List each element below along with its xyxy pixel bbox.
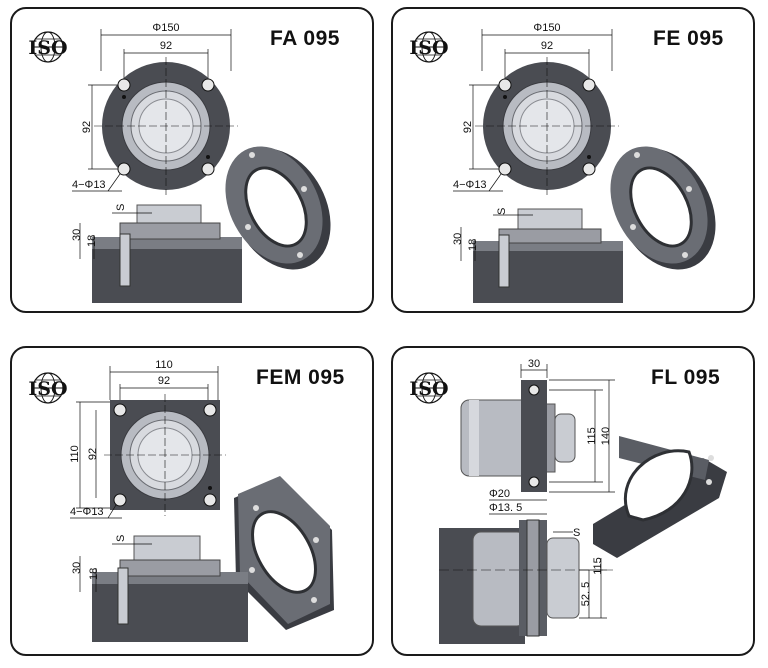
dim-vert: 92 <box>462 121 474 133</box>
dim-width: 30 <box>528 358 540 370</box>
dim-s: S <box>573 527 580 539</box>
panel-title: FA 095 <box>270 27 340 50</box>
dim-h30: 30 <box>71 562 83 574</box>
panel-fem-095: ISO 110 92 110 92 4−Φ13 <box>10 346 374 656</box>
flange-ring-3d <box>610 146 716 270</box>
iso-logo: ISO <box>28 31 68 63</box>
fa-095-drawing: ISO Φ150 92 92 4−Φ13 <box>28 22 331 303</box>
dim-vert-outer: 110 <box>69 445 81 463</box>
panel-fa-095: ISO Φ150 92 92 4−Φ13 <box>10 7 374 313</box>
iso-logo: ISO <box>409 372 449 404</box>
dim-s: S <box>115 204 127 211</box>
dim-h30: 30 <box>452 233 464 245</box>
fl-095-drawing: ISO 30 115 140 Φ20 Φ13. 5 <box>409 358 727 644</box>
panel-fl-095: ISO 30 115 140 Φ20 Φ13. 5 <box>391 346 755 656</box>
iso-logo: ISO <box>28 372 68 404</box>
iso-logo: ISO <box>409 31 449 63</box>
dim-holes: 4−Φ13 <box>453 179 487 191</box>
dim-outer: Φ150 <box>533 22 560 34</box>
bracket-3d <box>593 436 727 558</box>
panel-fe-095: ISO Φ150 92 92 4−Φ13 <box>391 7 755 313</box>
dim-outer: 110 <box>155 359 173 371</box>
dim-h18: 18 <box>88 568 100 580</box>
dim-d135: Φ13. 5 <box>489 502 522 514</box>
dim-d20: Φ20 <box>489 488 510 500</box>
dim-h140: 140 <box>600 427 612 445</box>
dim-outer: Φ150 <box>152 22 179 34</box>
iso-logo-text: ISO <box>28 378 67 400</box>
dim-bolt: 92 <box>158 375 170 387</box>
iso-logo-text: ISO <box>28 37 67 59</box>
dim-lower115: 115 <box>592 557 604 575</box>
dim-s: S <box>496 208 508 215</box>
dim-bolt: 92 <box>541 40 553 52</box>
dim-lower52: 52. 5 <box>580 582 592 606</box>
dim-bolt: 92 <box>160 40 172 52</box>
dim-vert: 92 <box>81 121 93 133</box>
panel-title: FL 095 <box>651 366 721 389</box>
dim-h18: 18 <box>86 235 98 247</box>
fe-095-drawing: ISO Φ150 92 92 4−Φ13 <box>409 22 716 303</box>
panel-title: FE 095 <box>653 27 724 50</box>
dim-holes: 4−Φ13 <box>72 179 106 191</box>
square-flange-3d <box>234 476 334 630</box>
panel-title: FEM 095 <box>256 366 345 389</box>
dim-h18: 18 <box>467 239 479 251</box>
fem-095-drawing: ISO 110 92 110 92 4−Φ13 <box>28 359 334 642</box>
dim-h30: 30 <box>71 229 83 241</box>
dim-holes: 4−Φ13 <box>70 506 104 518</box>
dim-h115: 115 <box>586 427 598 445</box>
dim-vert: 92 <box>87 448 99 460</box>
dim-s: S <box>115 535 127 542</box>
flange-ring-3d <box>225 146 331 270</box>
iso-logo-text: ISO <box>409 378 448 400</box>
iso-logo-text: ISO <box>409 37 448 59</box>
